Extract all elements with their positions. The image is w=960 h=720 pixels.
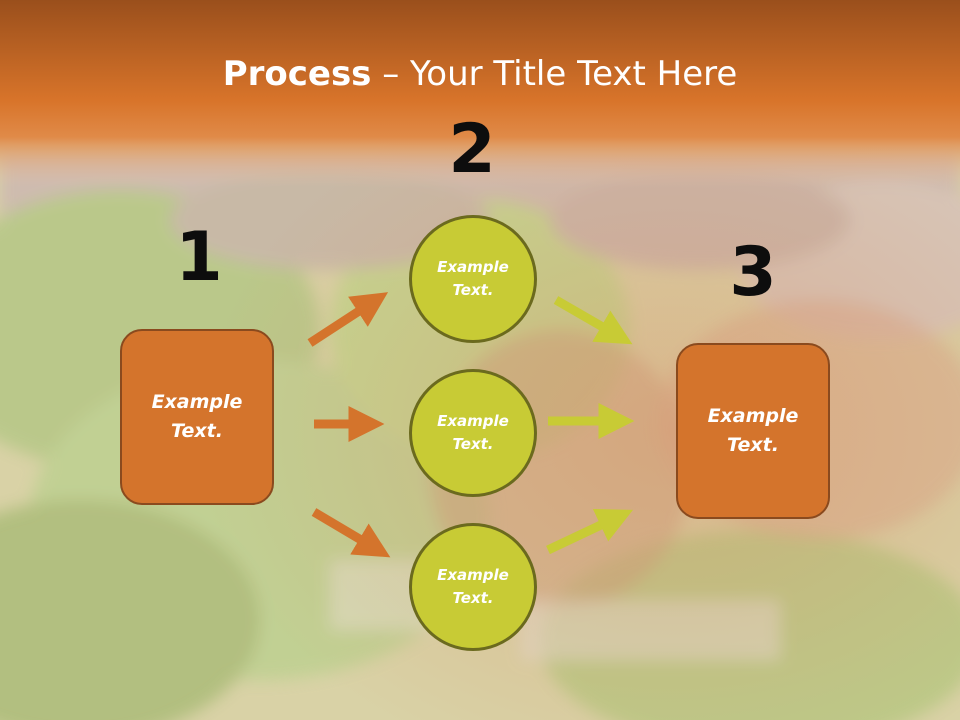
step-number-1: 1 — [175, 218, 223, 297]
circle-middle-text: Example Text. — [437, 412, 509, 453]
process-circle-bottom: Example Text. — [409, 523, 537, 651]
process-circle-top: Example Text. — [409, 215, 537, 343]
step-number-3: 3 — [729, 233, 777, 312]
title-bold: Process — [222, 54, 372, 94]
process-box-3: Example Text. — [676, 343, 830, 519]
title-rest: – Your Title Text Here — [371, 54, 738, 94]
step-number-2: 2 — [448, 110, 496, 189]
process-box-3-text: Example Text. — [707, 405, 799, 456]
arrow-box1-to-circle-bottom — [311, 508, 391, 558]
arrow-box1-to-circle-top — [307, 292, 389, 347]
circle-bottom-text: Example Text. — [437, 566, 509, 607]
arrow-circle-bottom-to-box3 — [546, 508, 634, 555]
process-box-1: Example Text. — [120, 329, 274, 505]
process-box-1-text: Example Text. — [151, 391, 243, 442]
circle-top-text: Example Text. — [437, 258, 509, 299]
process-circle-middle: Example Text. — [409, 369, 537, 497]
arrow-circle-top-to-box3 — [553, 296, 633, 345]
slide-title: Process – Your Title Text Here — [0, 52, 960, 96]
